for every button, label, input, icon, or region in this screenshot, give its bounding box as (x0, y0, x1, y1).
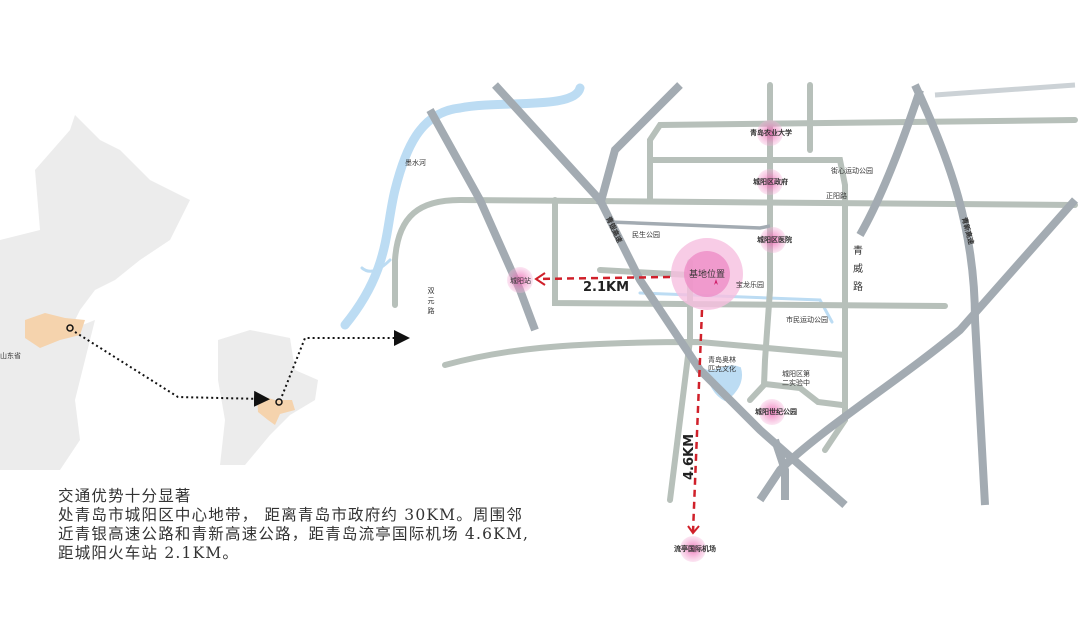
government-label: 城阳区政府 (753, 177, 788, 186)
description-line: 距城阳火车站 2.1KM。 (58, 544, 240, 562)
century-park-marker[interactable] (759, 399, 785, 425)
description-title: 交通优势十分显著 (58, 487, 192, 505)
province-label: 山东省 (0, 351, 21, 360)
station-distance-line (535, 275, 671, 281)
target-icon (275, 398, 283, 406)
poi-markers (507, 120, 786, 562)
target-icon (66, 324, 74, 332)
citizen-park-label: 市民运动公园 (786, 315, 828, 324)
zhengyang-road-label: 正阳路 (826, 191, 847, 200)
zoom-route-arrow (74, 331, 270, 407)
station-label: 城阳站 (510, 276, 531, 285)
railway-road (426, 108, 539, 332)
station-marker[interactable] (507, 267, 533, 293)
government-marker[interactable] (757, 169, 783, 195)
olympic-label: 青岛奥林 (708, 355, 736, 364)
shuangyuan-road-label: 双元路 (427, 287, 435, 317)
school-label: 二实验中 (782, 378, 810, 387)
transport-description: 交通优势十分显著 处青岛市城阳区中心地带， 距离青岛市政府约 30KM。周围邻 … (58, 487, 529, 563)
site-label: 基地位置 (689, 268, 725, 280)
site-pointer-icon (714, 279, 718, 285)
zoom-route-arrow (281, 330, 410, 397)
airport-marker[interactable] (680, 536, 706, 562)
highways (426, 82, 1078, 508)
university-marker[interactable] (757, 120, 783, 146)
station-distance-label: 2.1KM (583, 280, 629, 295)
jiexin-park-label: 街心运动公园 (831, 166, 873, 175)
university-label: 青岛农业大学 (750, 128, 792, 137)
airport-label: 流亭国际机场 (674, 544, 716, 553)
hospital-label: 城阳区医院 (757, 235, 792, 244)
airport-distance-label: 4.6KM (682, 434, 697, 480)
baolong-label: 宝龙乐园 (736, 280, 764, 289)
shandong-province-shape (25, 313, 85, 348)
century-park-label: 城阳世纪公园 (755, 407, 797, 416)
minor-roads (609, 220, 771, 230)
description-line: 处青岛市城阳区中心地带， 距离青岛市政府约 30KM。周围邻 (58, 506, 524, 524)
qingxin-highway (911, 83, 989, 506)
arrow-left-icon (534, 272, 546, 286)
river-label: 墨水河 (405, 158, 426, 167)
qingyin-highway-label: 青银高速 (604, 215, 624, 244)
arrow-down-icon (687, 525, 700, 535)
school-label: 城阳区第 (782, 369, 810, 378)
minsheng-park-label: 民生公园 (632, 230, 660, 239)
qingwei-road-label: 青威路 (851, 244, 863, 299)
olympic-label: 匹克文化 (708, 364, 736, 373)
description-line: 近青银高速公路和青新高速公路，距青岛流亭国际机场 4.6KM, (58, 525, 530, 543)
hospital-marker[interactable] (760, 227, 786, 253)
airport-distance-line (691, 309, 704, 533)
china-overview-map (0, 115, 410, 470)
